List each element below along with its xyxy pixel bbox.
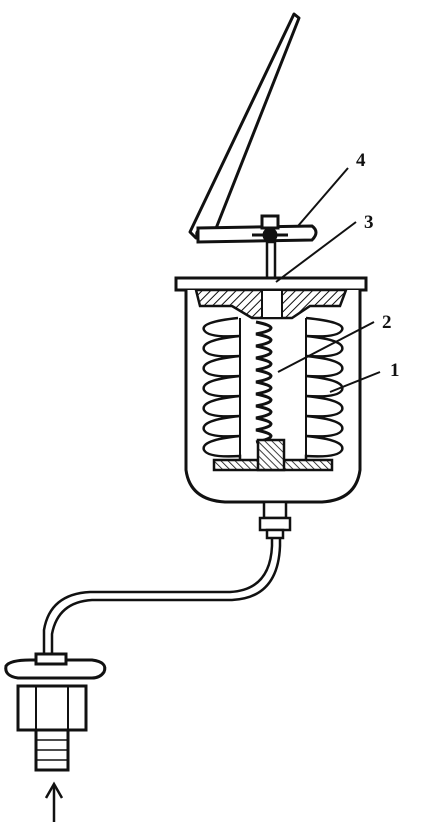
coil-spring bbox=[255, 320, 273, 444]
leader-lines bbox=[275, 167, 381, 393]
label-4: 4 bbox=[356, 150, 366, 171]
input-arrow bbox=[44, 781, 64, 822]
lever-arm bbox=[188, 12, 301, 240]
bellows bbox=[202, 316, 344, 462]
leader-3 bbox=[275, 221, 357, 283]
label-1: 1 bbox=[390, 360, 400, 381]
switch-contact bbox=[196, 214, 318, 244]
capillary-tube bbox=[42, 538, 282, 660]
label-2: 2 bbox=[382, 312, 392, 333]
sensor-fitting bbox=[4, 652, 107, 772]
outlet-fitting bbox=[258, 500, 292, 540]
leader-1 bbox=[329, 371, 381, 393]
label-3: 3 bbox=[364, 212, 374, 233]
leader-4 bbox=[297, 167, 349, 227]
leader-2 bbox=[277, 321, 375, 373]
container-lid bbox=[174, 276, 368, 292]
bellows-base bbox=[212, 438, 334, 472]
